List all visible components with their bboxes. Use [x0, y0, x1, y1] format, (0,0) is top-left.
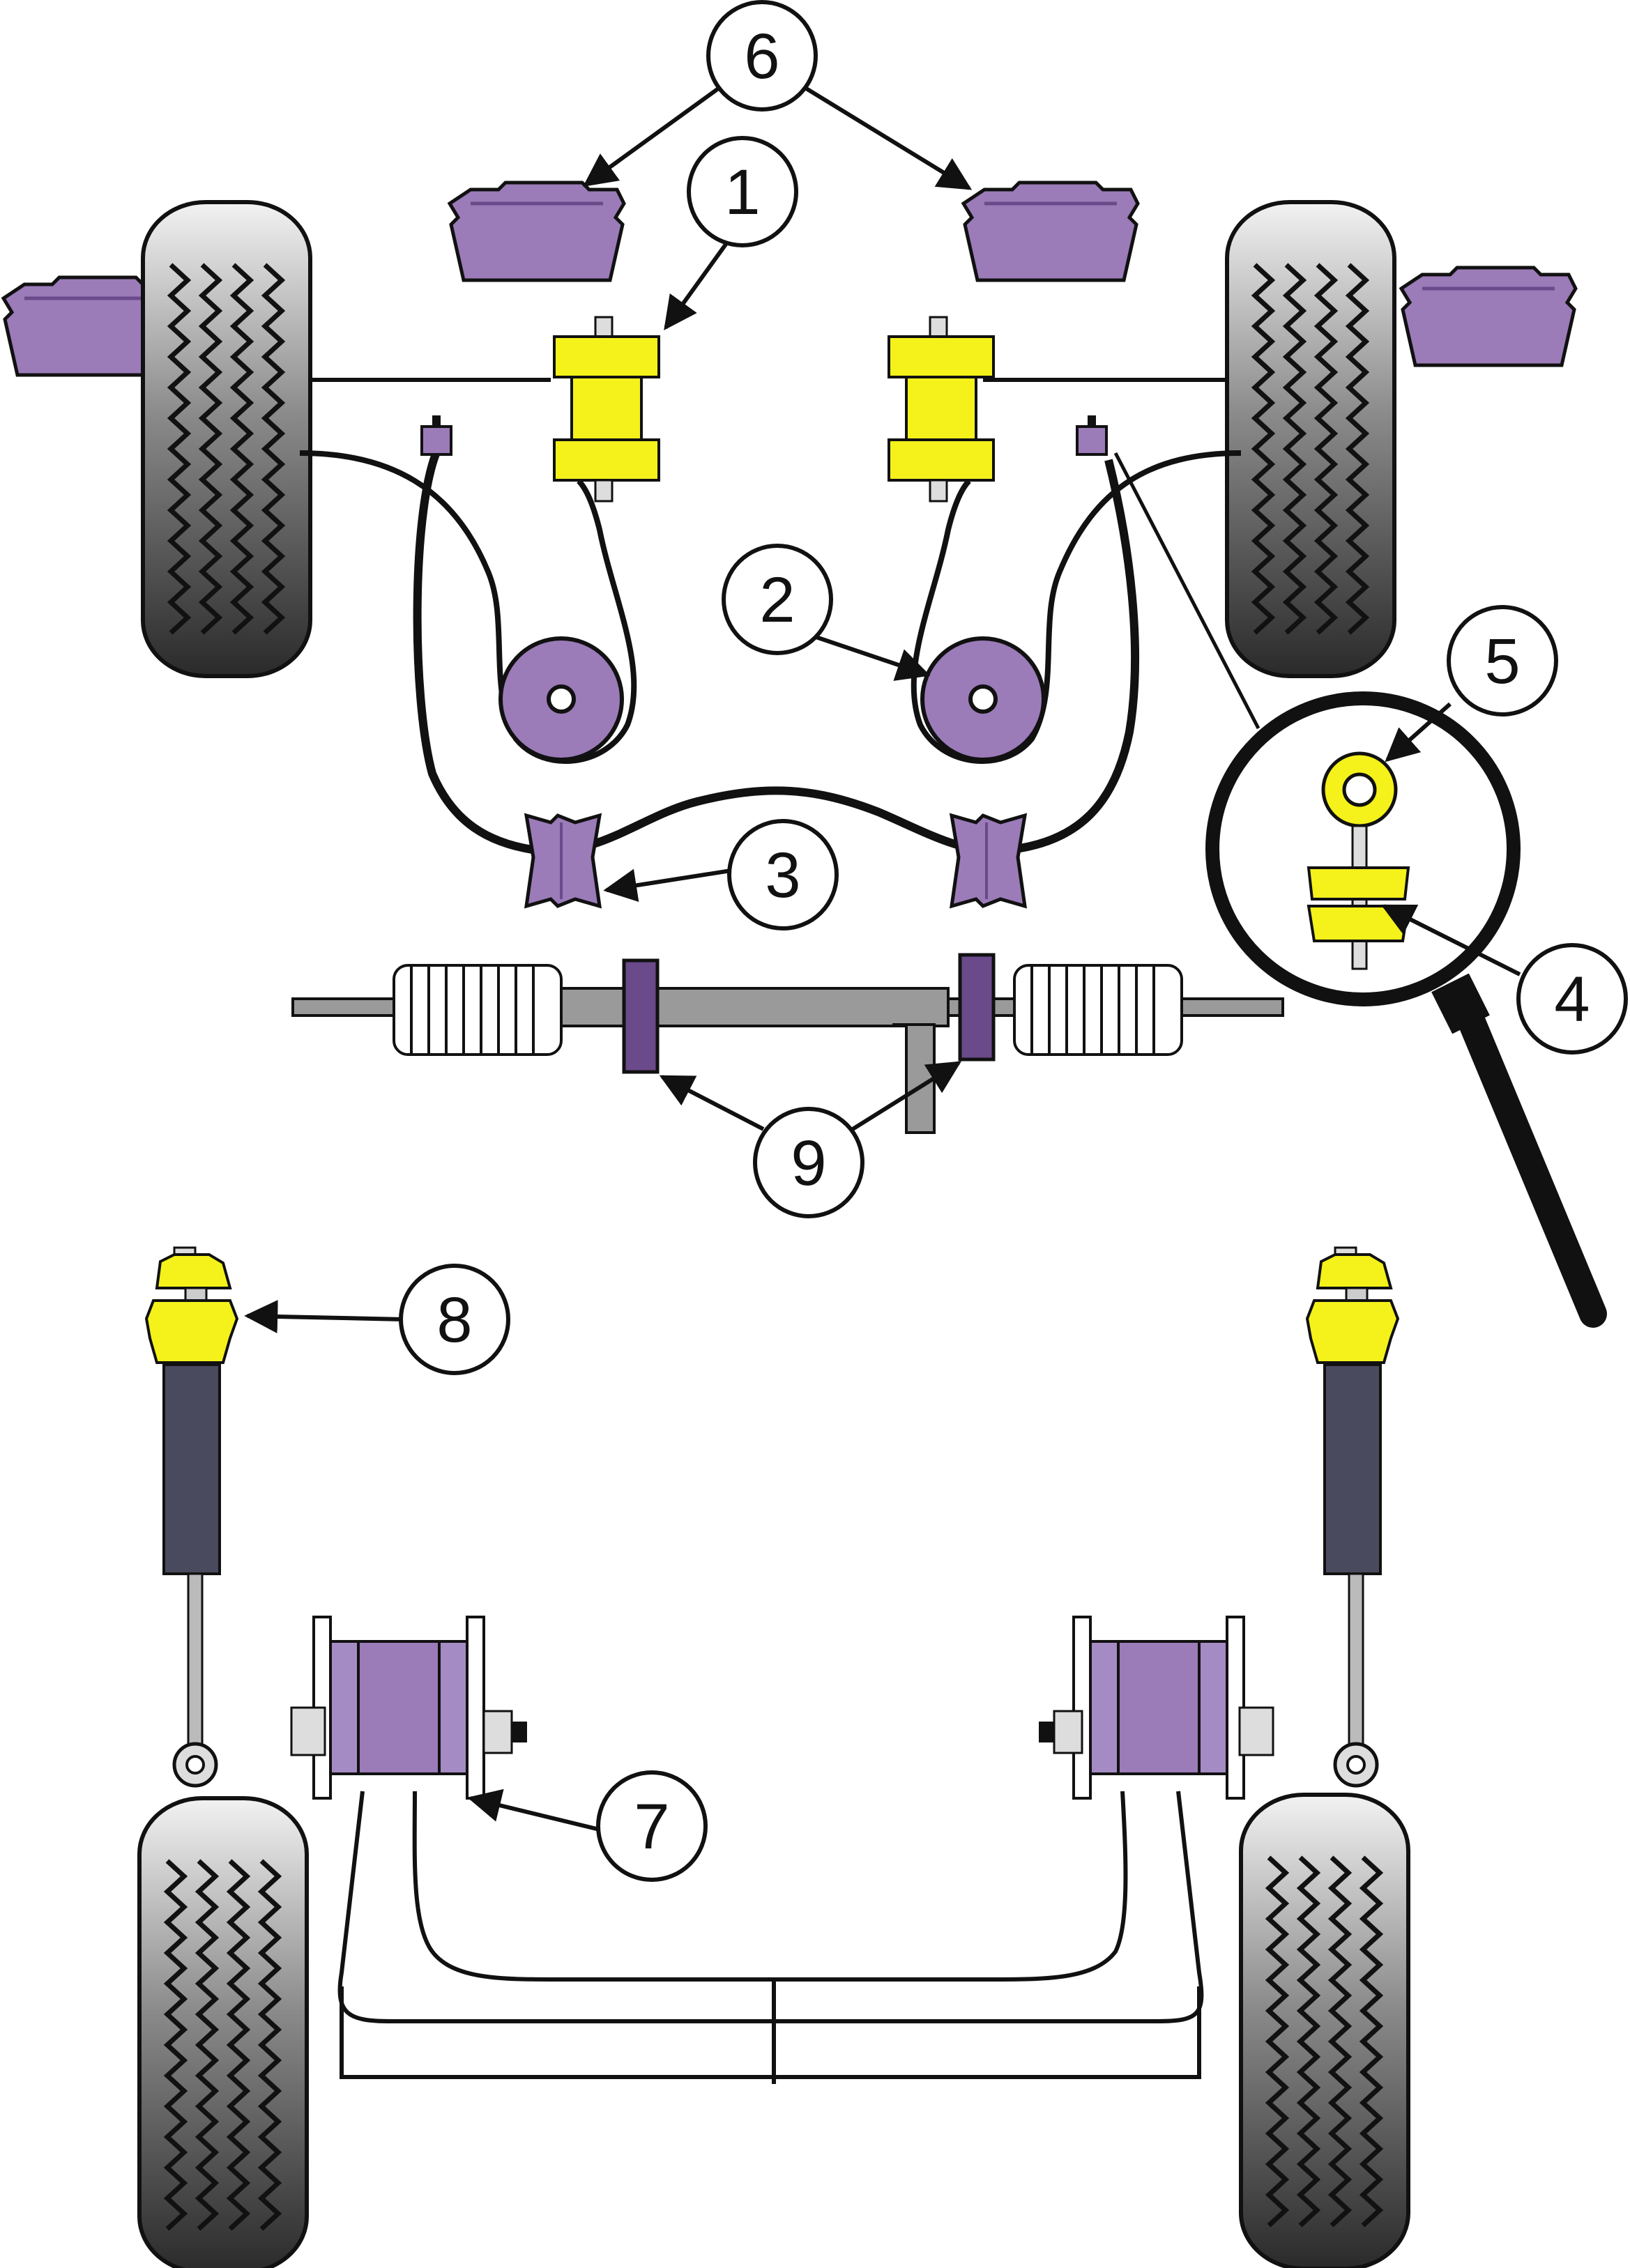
wishbone-rear-bush-right [920, 636, 1046, 762]
svg-text:9: 9 [791, 1128, 826, 1199]
drop-link-bush-detail [1307, 751, 1410, 970]
rear-beam-bush-left [312, 1616, 485, 1800]
callout-4: 4 [1516, 943, 1628, 1055]
rear-right-tyre-icon [1241, 1795, 1408, 2268]
callout-8: 8 [399, 1264, 510, 1375]
callout-1: 1 [687, 136, 798, 247]
rear-shock-right-icon [1307, 1248, 1398, 1786]
svg-text:1: 1 [724, 157, 760, 228]
anti-roll-bar-bush-right [949, 813, 1028, 909]
steering-rack-bush-right [958, 953, 996, 1062]
svg-text:5: 5 [1484, 626, 1520, 697]
svg-text:6: 6 [744, 21, 779, 92]
top-mount-bush-right [963, 183, 1138, 280]
anti-roll-bar-bush-left [524, 813, 602, 909]
callout-9: 9 [753, 1107, 864, 1218]
svg-text:7: 7 [634, 1791, 669, 1862]
rear-beam-bush-right [1072, 1616, 1245, 1800]
svg-text:4: 4 [1554, 964, 1590, 1035]
wishbone-rear-bush-left [498, 636, 624, 762]
rear-left-tyre-icon [139, 1798, 307, 2268]
steering-rack [291, 964, 1284, 1134]
rear-shock-left-icon [146, 1248, 237, 1786]
svg-text:8: 8 [436, 1285, 472, 1356]
callout-6: 6 [706, 0, 818, 112]
wishbone-front-bush-right [888, 316, 995, 503]
svg-text:3: 3 [765, 840, 800, 911]
callout-2: 2 [722, 544, 833, 655]
callout-5: 5 [1447, 605, 1558, 717]
top-mount-bush-left [450, 183, 624, 280]
callout-3: 3 [727, 819, 839, 930]
top-mount-bush-far-right [1401, 268, 1576, 365]
svg-text:2: 2 [759, 565, 795, 636]
front-right-tyre-icon [1227, 202, 1394, 676]
front-left-tyre-icon [143, 202, 310, 676]
steering-rack-bush-left [622, 958, 660, 1074]
wishbone-front-bush-left [553, 316, 660, 503]
callout-7: 7 [596, 1770, 708, 1882]
